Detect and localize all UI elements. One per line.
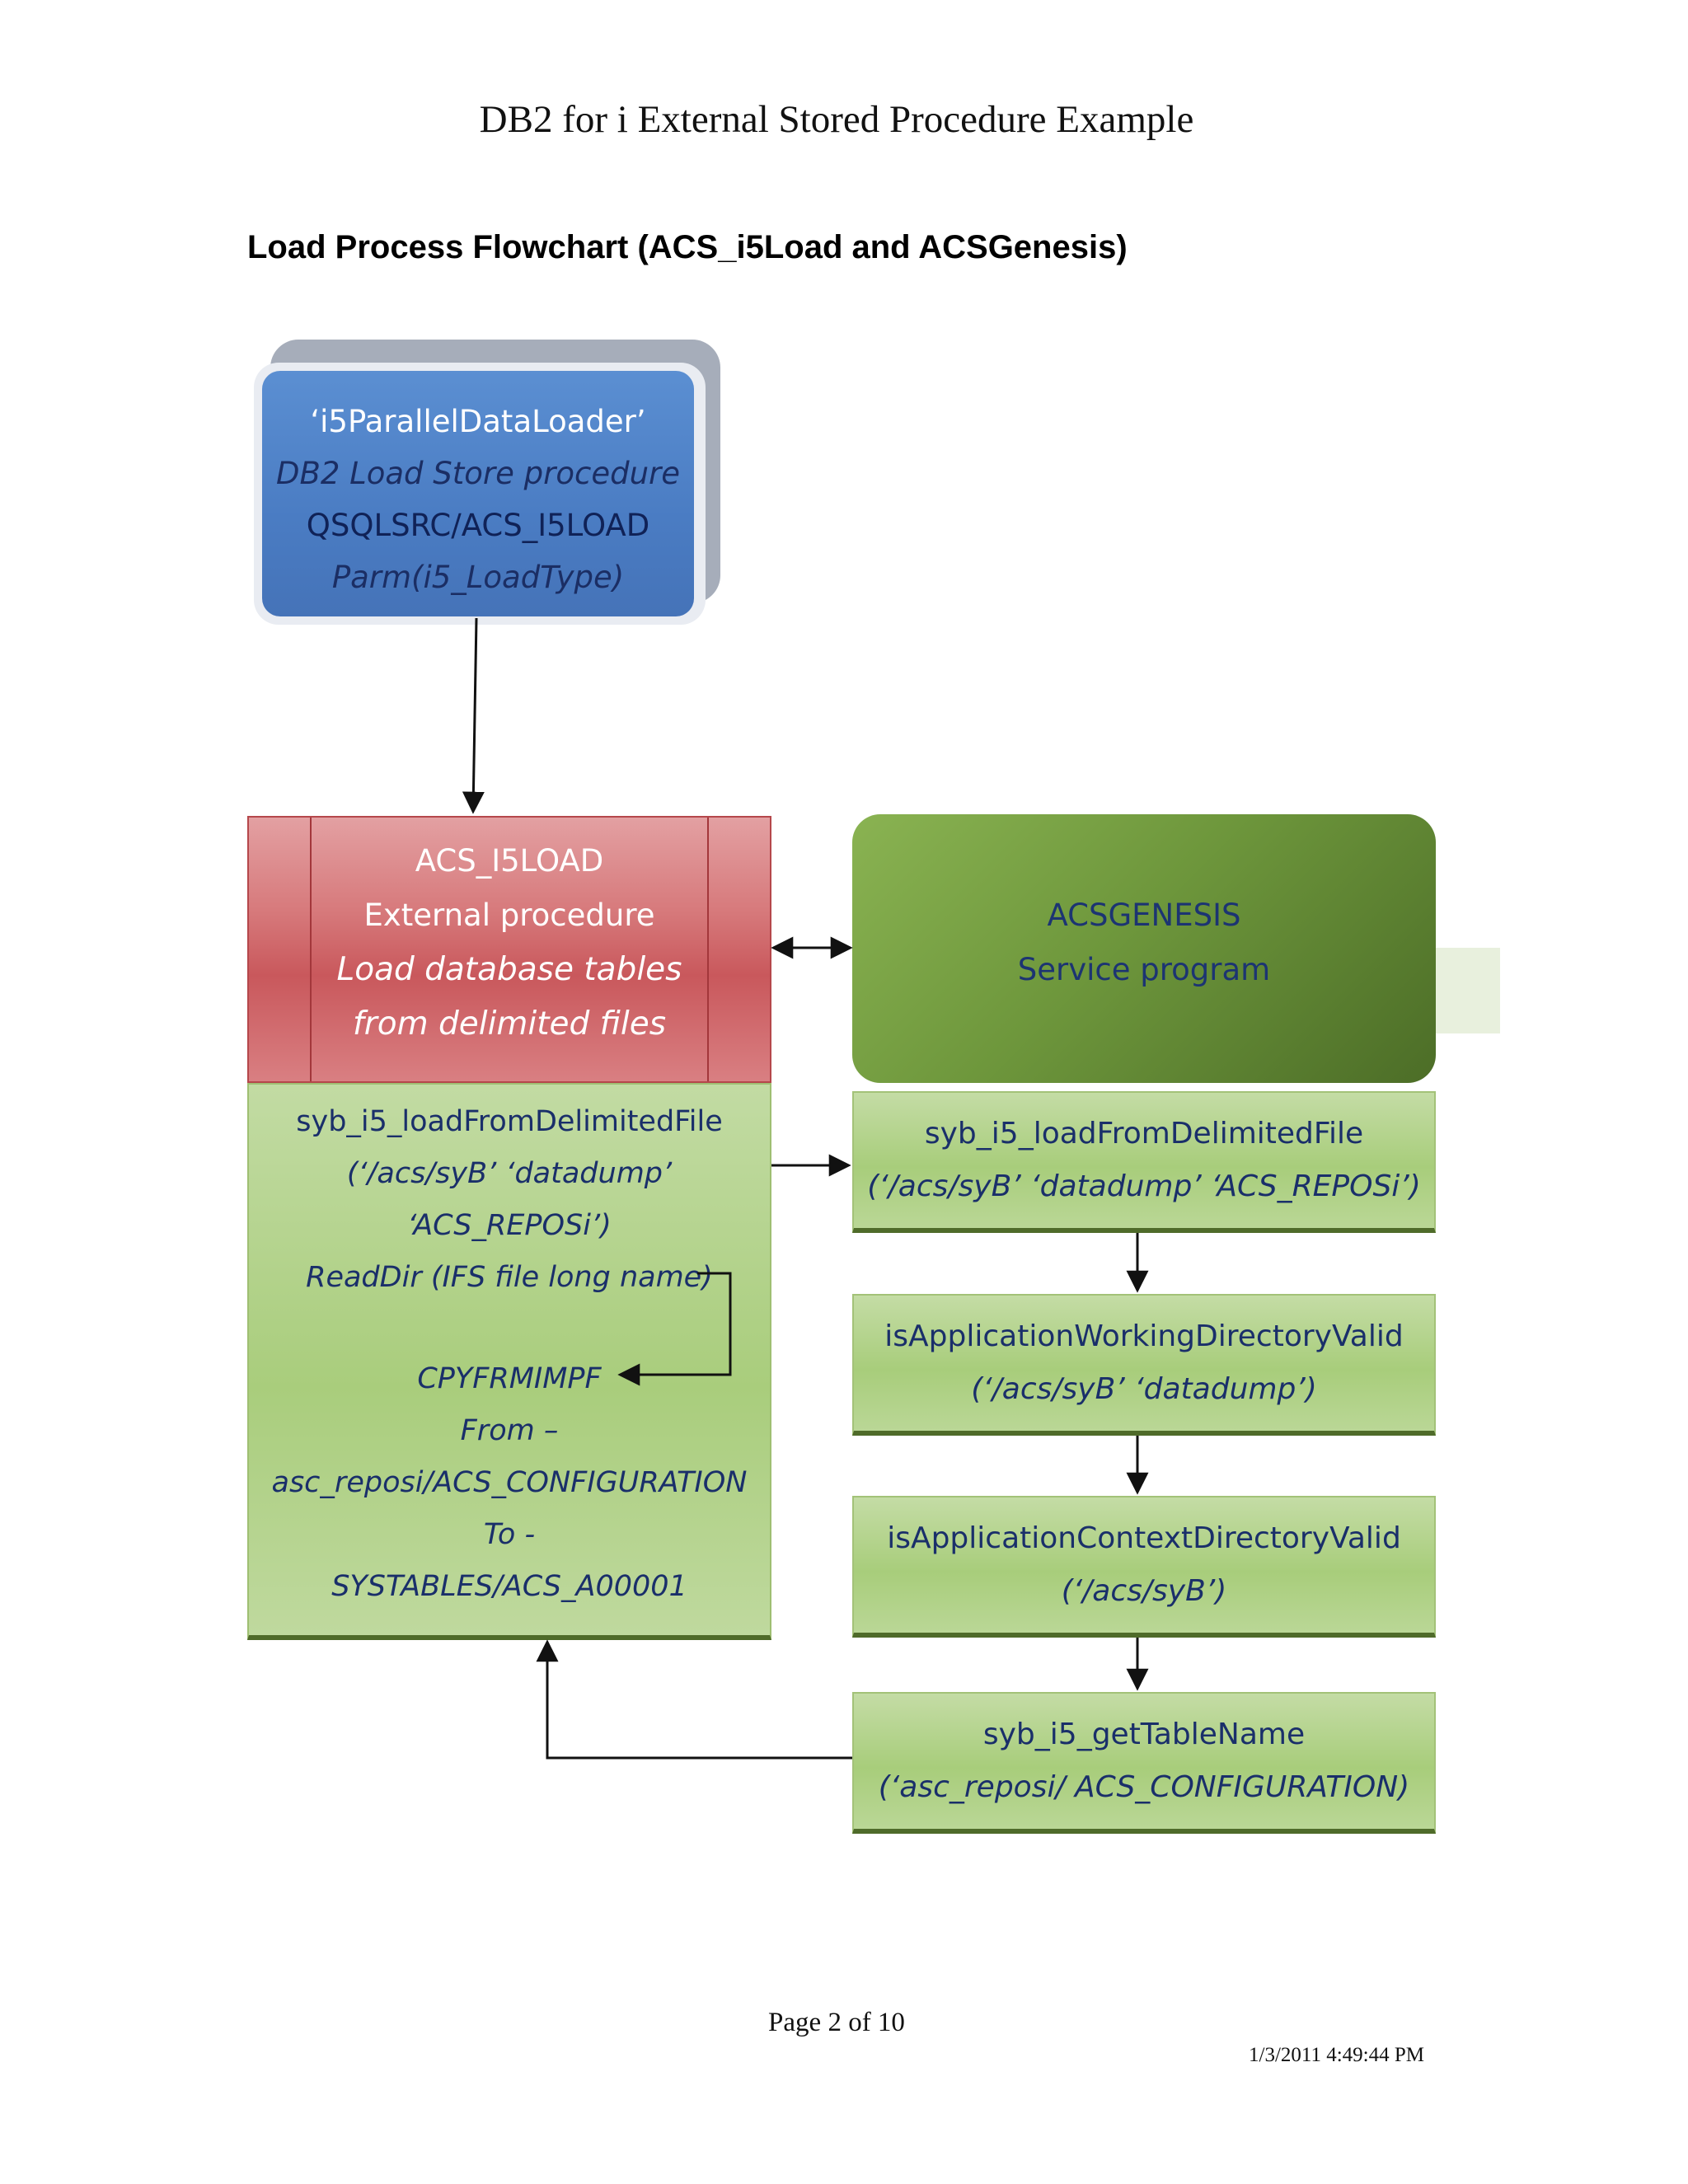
step-box-2: isApplicationWorkingDirectoryValid (‘/ac… <box>852 1294 1436 1436</box>
service-type: Service program <box>1017 952 1271 987</box>
step-4-args: (‘asc_reposi/ ACS_CONFIGURATION) <box>878 1770 1410 1804</box>
arrow-readdir-to-cpy <box>617 1272 732 1386</box>
step-3-name: isApplicationContextDirectoryValid <box>887 1521 1401 1555</box>
loader-name: ‘i5ParallelDataLoader’ <box>310 404 646 439</box>
step-1-name: syb_i5_loadFromDelimitedFile <box>924 1117 1364 1151</box>
page-header: DB2 for i External Stored Procedure Exam… <box>479 98 1194 141</box>
step-box-3: isApplicationContextDirectoryValid (‘/ac… <box>852 1496 1436 1638</box>
external-proc-type: External procedure <box>363 898 655 933</box>
load-readdir: ReadDir (IFS file long name) <box>306 1261 713 1294</box>
service-name: ACSGENESIS <box>1047 898 1241 933</box>
service-program-box: ACSGENESIS Service program <box>852 814 1436 1083</box>
load-args2: ‘ACS_REPOSi’) <box>407 1209 612 1242</box>
external-proc-desc1: Load database tables <box>336 951 682 988</box>
load-from-value: asc_reposi/ACS_CONFIGURATION <box>271 1466 748 1499</box>
section-heading: Load Process Flowchart (ACS_i5Load and A… <box>247 229 1128 265</box>
loader-source: QSQLSRC/ACS_I5LOAD <box>306 508 650 543</box>
load-to-value: SYSTABLES/ACS_A00001 <box>331 1570 687 1603</box>
loader-parm: Parm(i5_LoadType) <box>331 560 625 595</box>
load-to-label: To - <box>483 1518 536 1551</box>
step-box-1: syb_i5_loadFromDelimitedFile (‘/acs/syB’… <box>852 1091 1436 1233</box>
arrow-loader-to-proc <box>462 617 485 814</box>
load-from-label: From – <box>460 1414 559 1447</box>
timestamp: 1/3/2011 4:49:44 PM <box>1249 2044 1424 2066</box>
load-cpy: CPYFRMIMPF <box>417 1362 602 1395</box>
external-proc-name: ACS_I5LOAD <box>415 843 604 879</box>
loader-box: ‘i5ParallelDataLoader’ DB2 Load Store pr… <box>262 371 694 616</box>
load-args1: (‘/acs/syB’ ‘datadump’ <box>346 1157 673 1190</box>
arrow-step4-to-load <box>536 1639 852 1760</box>
red-box-left-stripe <box>310 818 312 1081</box>
step-2-name: isApplicationWorkingDirectoryValid <box>884 1319 1404 1353</box>
page-number: Page 2 of 10 <box>768 2008 905 2037</box>
external-procedure-box: ACS_I5LOAD External procedure Load datab… <box>247 816 771 1083</box>
loader-desc: DB2 Load Store procedure <box>275 456 681 491</box>
external-proc-desc2: from delimited files <box>352 1005 667 1043</box>
step-2-args: (‘/acs/syB’ ‘datadump’) <box>971 1372 1317 1406</box>
step-box-4: syb_i5_getTableName (‘asc_reposi/ ACS_CO… <box>852 1692 1436 1834</box>
step-1-args: (‘/acs/syB’ ‘datadump’ ‘ACS_REPOSi’) <box>867 1169 1421 1203</box>
load-call: syb_i5_loadFromDelimitedFile <box>296 1105 723 1138</box>
step-3-args: (‘/acs/syB’) <box>1061 1574 1227 1608</box>
step-4-name: syb_i5_getTableName <box>982 1718 1306 1751</box>
load-detail-box: syb_i5_loadFromDelimitedFile (‘/acs/syB’… <box>247 1083 771 1640</box>
red-box-right-stripe <box>707 818 709 1081</box>
